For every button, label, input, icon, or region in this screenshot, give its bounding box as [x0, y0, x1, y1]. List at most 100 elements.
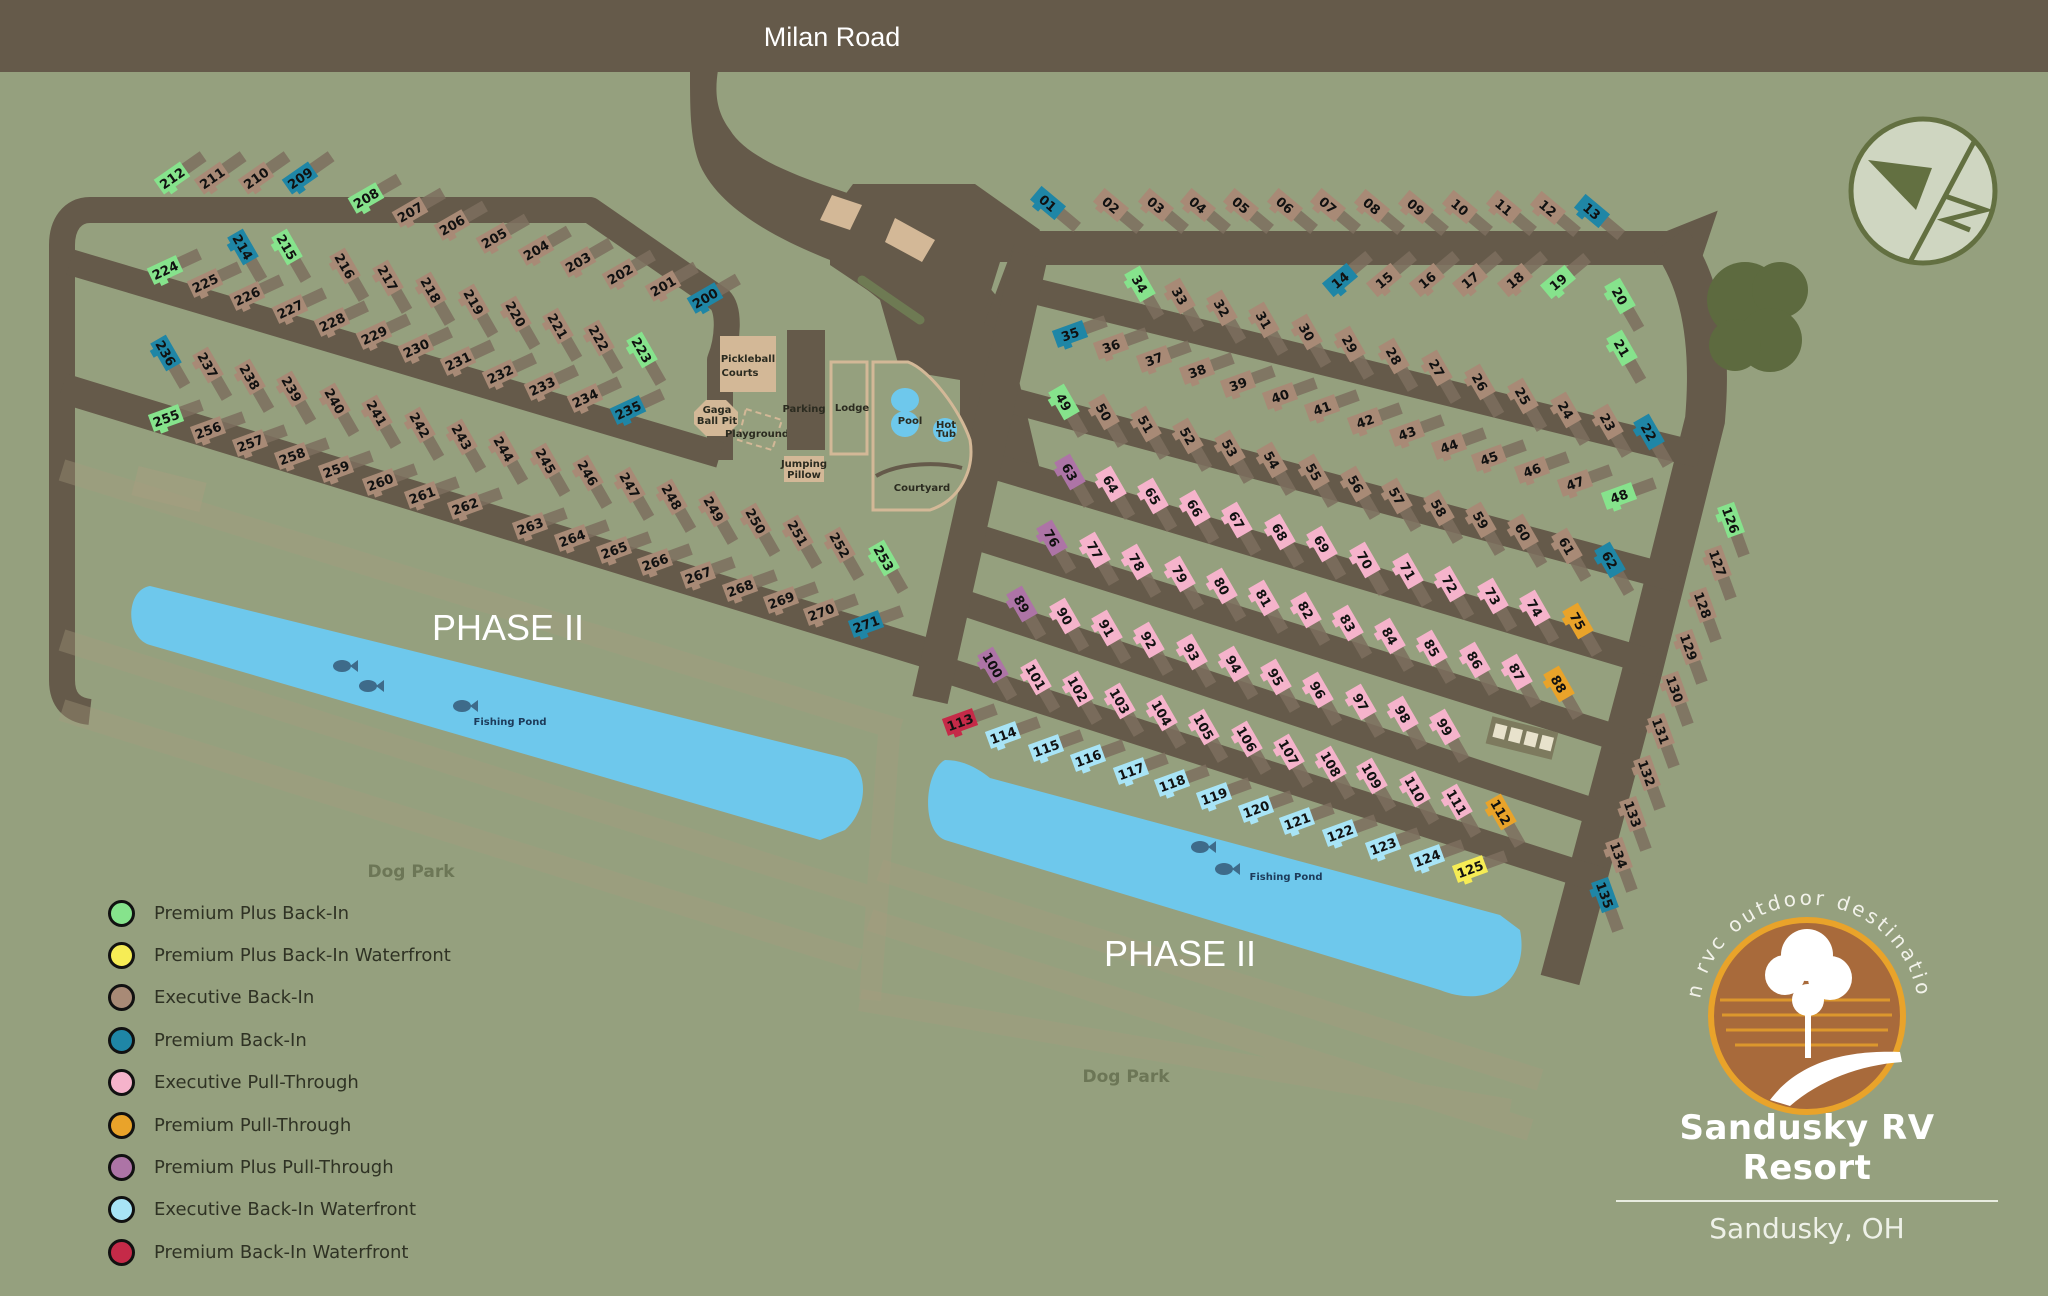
campsite-57[interactable]: 57 [1378, 477, 1424, 536]
site-tag[interactable] [1091, 609, 1123, 647]
campsite-132[interactable]: 132 [1629, 754, 1668, 813]
site-tag[interactable] [595, 536, 633, 564]
site-tag[interactable] [1647, 712, 1675, 750]
site-tag[interactable] [679, 561, 717, 589]
site-tag[interactable] [1459, 641, 1491, 679]
campsite-12[interactable]: 12 [1527, 190, 1583, 243]
site-tag[interactable] [530, 442, 562, 480]
site-tag[interactable] [609, 395, 647, 425]
site-tag[interactable] [1219, 370, 1257, 398]
site-tag[interactable] [404, 406, 436, 444]
campsite-30[interactable]: 30 [1288, 313, 1334, 372]
site-tag[interactable] [1451, 262, 1489, 298]
site-tag[interactable] [433, 209, 471, 241]
site-tag[interactable] [721, 574, 759, 602]
site-tag[interactable] [488, 430, 520, 468]
site-tag[interactable] [1441, 783, 1473, 821]
site-tag[interactable] [523, 371, 561, 401]
campsite-77[interactable]: 77 [1076, 531, 1122, 590]
campsite-131[interactable]: 131 [1643, 712, 1682, 771]
site-tag[interactable] [361, 394, 393, 432]
site-tag[interactable] [1260, 658, 1292, 696]
site-tag[interactable] [1020, 658, 1052, 696]
site-tag[interactable] [1302, 671, 1334, 709]
campsite-76[interactable]: 76 [1033, 519, 1079, 578]
campsite-62[interactable]: 62 [1591, 541, 1637, 600]
campsite-24[interactable]: 24 [1547, 391, 1593, 450]
site-tag[interactable] [192, 346, 224, 384]
site-tag[interactable] [1573, 193, 1611, 229]
site-tag[interactable] [1633, 413, 1665, 451]
campsite-41[interactable]: 41 [1303, 387, 1362, 426]
site-tag[interactable] [1135, 345, 1173, 373]
site-tag[interactable] [313, 307, 351, 337]
site-tag[interactable] [397, 333, 435, 363]
site-tag[interactable] [1092, 332, 1130, 360]
site-tag[interactable] [1513, 456, 1551, 484]
site-tag[interactable] [1178, 357, 1216, 385]
site-tag[interactable] [1550, 391, 1582, 429]
campsite-104[interactable]: 104 [1143, 694, 1189, 753]
campsite-40[interactable]: 40 [1261, 375, 1320, 414]
site-tag[interactable] [1237, 795, 1275, 823]
site-tag[interactable] [977, 646, 1009, 684]
campsite-89[interactable]: 89 [1003, 585, 1049, 644]
site-tag[interactable] [1036, 519, 1068, 557]
site-tag[interactable] [237, 161, 275, 195]
campsite-49[interactable]: 49 [1045, 383, 1091, 442]
site-tag[interactable] [1298, 453, 1330, 491]
site-tag[interactable] [1133, 621, 1165, 659]
site-tag[interactable] [1349, 541, 1381, 579]
site-tag[interactable] [614, 466, 646, 504]
site-tag[interactable] [481, 359, 519, 389]
site-tag[interactable] [1485, 793, 1517, 831]
site-tag[interactable] [1153, 769, 1191, 797]
site-tag[interactable] [1195, 782, 1233, 810]
campsite-53[interactable]: 53 [1211, 429, 1257, 488]
campsite-28[interactable]: 28 [1375, 337, 1421, 396]
site-tag[interactable] [1675, 628, 1703, 666]
site-tag[interactable] [1218, 645, 1250, 683]
site-tag[interactable] [1539, 264, 1577, 300]
site-tag[interactable] [317, 455, 355, 483]
site-tag[interactable] [147, 404, 185, 432]
site-tag[interactable] [1399, 770, 1431, 808]
campsite-06[interactable]: 06 [1264, 187, 1320, 240]
site-tag[interactable] [782, 514, 814, 552]
site-tag[interactable] [1332, 604, 1364, 642]
site-tag[interactable] [1069, 744, 1107, 772]
site-tag[interactable] [446, 492, 484, 520]
campsite-78[interactable]: 78 [1118, 543, 1164, 602]
site-tag[interactable] [644, 270, 682, 302]
campsite-92[interactable]: 92 [1130, 621, 1176, 680]
campsite-50[interactable]: 50 [1085, 393, 1131, 452]
site-tag[interactable] [1496, 262, 1534, 298]
campsite-214[interactable]: 214 [224, 228, 270, 287]
campsite-113[interactable]: 113 [941, 701, 1000, 740]
site-tag[interactable] [150, 334, 182, 372]
site-tag[interactable] [1416, 629, 1448, 667]
site-tag[interactable] [1112, 757, 1150, 785]
site-tag[interactable] [1421, 349, 1453, 387]
site-tag[interactable] [1451, 855, 1489, 883]
campsite-42[interactable]: 42 [1346, 400, 1405, 439]
campsite-211[interactable]: 211 [193, 149, 251, 198]
site-tag[interactable] [234, 358, 266, 396]
site-tag[interactable] [542, 307, 574, 345]
site-tag[interactable] [439, 346, 477, 376]
site-tag[interactable] [1124, 265, 1156, 303]
site-tag[interactable] [1591, 876, 1619, 914]
site-tag[interactable] [1387, 695, 1419, 733]
site-tag[interactable] [656, 478, 688, 516]
site-tag[interactable] [1600, 482, 1638, 510]
site-tag[interactable] [329, 247, 361, 285]
site-tag[interactable] [1221, 501, 1253, 539]
site-tag[interactable] [868, 539, 900, 577]
campsite-231[interactable]: 231 [439, 337, 498, 380]
campsite-45[interactable]: 45 [1470, 437, 1529, 476]
site-tag[interactable] [1364, 832, 1402, 860]
site-tag[interactable] [1353, 188, 1391, 224]
site-tag[interactable] [1176, 633, 1208, 671]
site-tag[interactable] [1423, 489, 1455, 527]
site-tag[interactable] [1264, 513, 1296, 551]
